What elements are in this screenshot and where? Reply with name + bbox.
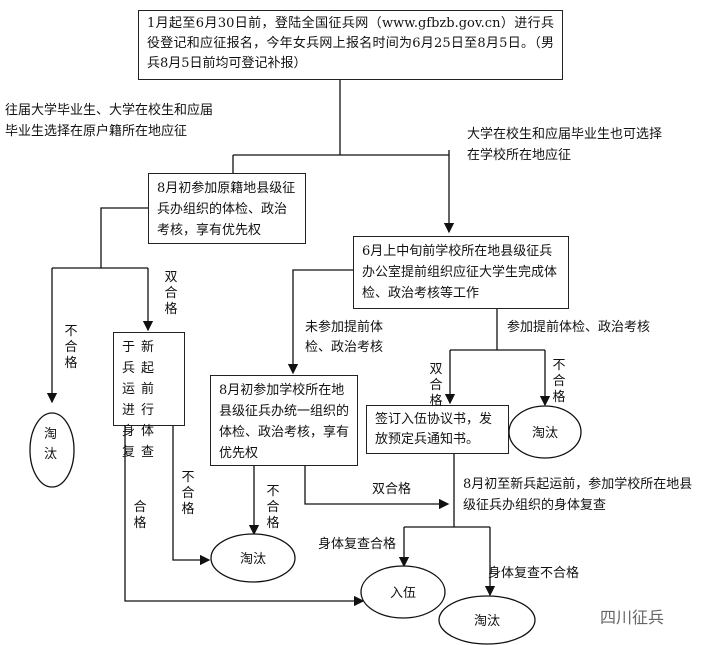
enlist-outcome: 入伍 <box>389 586 416 601</box>
fail-label: 不合格 <box>64 324 78 371</box>
sign-agreement-box: 签订入伍协议书，发放预定兵通知书。 <box>366 405 509 454</box>
recheck-fail-label: 身体复查不合格 <box>488 566 580 581</box>
school-early-exam-box: 6月上中旬前学校所在地县级征兵办公室提前组织应征大学生完成体检、政治考核等工作 <box>353 236 569 309</box>
early-label: 参加提前体检、政治考核 <box>507 320 651 335</box>
pass-label: 合格 <box>133 500 147 531</box>
double-pass-label: 双合格 <box>372 482 412 497</box>
hometown-exam-box: 8月初参加原籍地县级征兵办组织的体检、政治考核，享有优先权 <box>148 173 306 244</box>
eliminated-outcome: 淘汰 <box>473 614 500 629</box>
eliminated-outcome: 淘汰 <box>531 426 558 441</box>
fail-label: 不合格 <box>181 470 195 517</box>
eliminated-outcome: 淘汰 <box>239 552 266 567</box>
registration-box: 1月起至6月30日前，登陆全国征兵网（www.gfbzb.gov.cn）进行兵役… <box>138 10 563 80</box>
double-pass-label: 双合格 <box>164 270 178 317</box>
recheck-period-label: 8月初至新兵起运前，参加学校所在地县级征兵办组织的身体复查 <box>463 477 693 513</box>
not-early-label: 未参加提前体检、政治考核 <box>305 320 384 355</box>
double-pass-label: 双合格 <box>429 362 443 409</box>
hometown-branch-label: 往届大学毕业生、大学在校生和应届毕业生选择在原户籍所在地应征 <box>5 103 214 139</box>
school-august-exam-box: 8月初参加学校所在地县级征兵办统一组织的体检、政治考核，享有优先权 <box>210 375 358 466</box>
recheck-pass-label: 身体复查合格 <box>318 537 397 552</box>
recheck-before-departure-box: 于新兵起运前进行身体复查 <box>113 332 185 460</box>
watermark: 四川征兵 <box>600 608 665 627</box>
fail-label: 不合格 <box>552 358 566 405</box>
school-branch-label: 大学在校生和应届毕业生也可选择在学校所在地应征 <box>467 127 663 163</box>
eliminated-outcome: 淘汰 <box>44 427 58 462</box>
fail-label: 不合格 <box>266 484 280 531</box>
